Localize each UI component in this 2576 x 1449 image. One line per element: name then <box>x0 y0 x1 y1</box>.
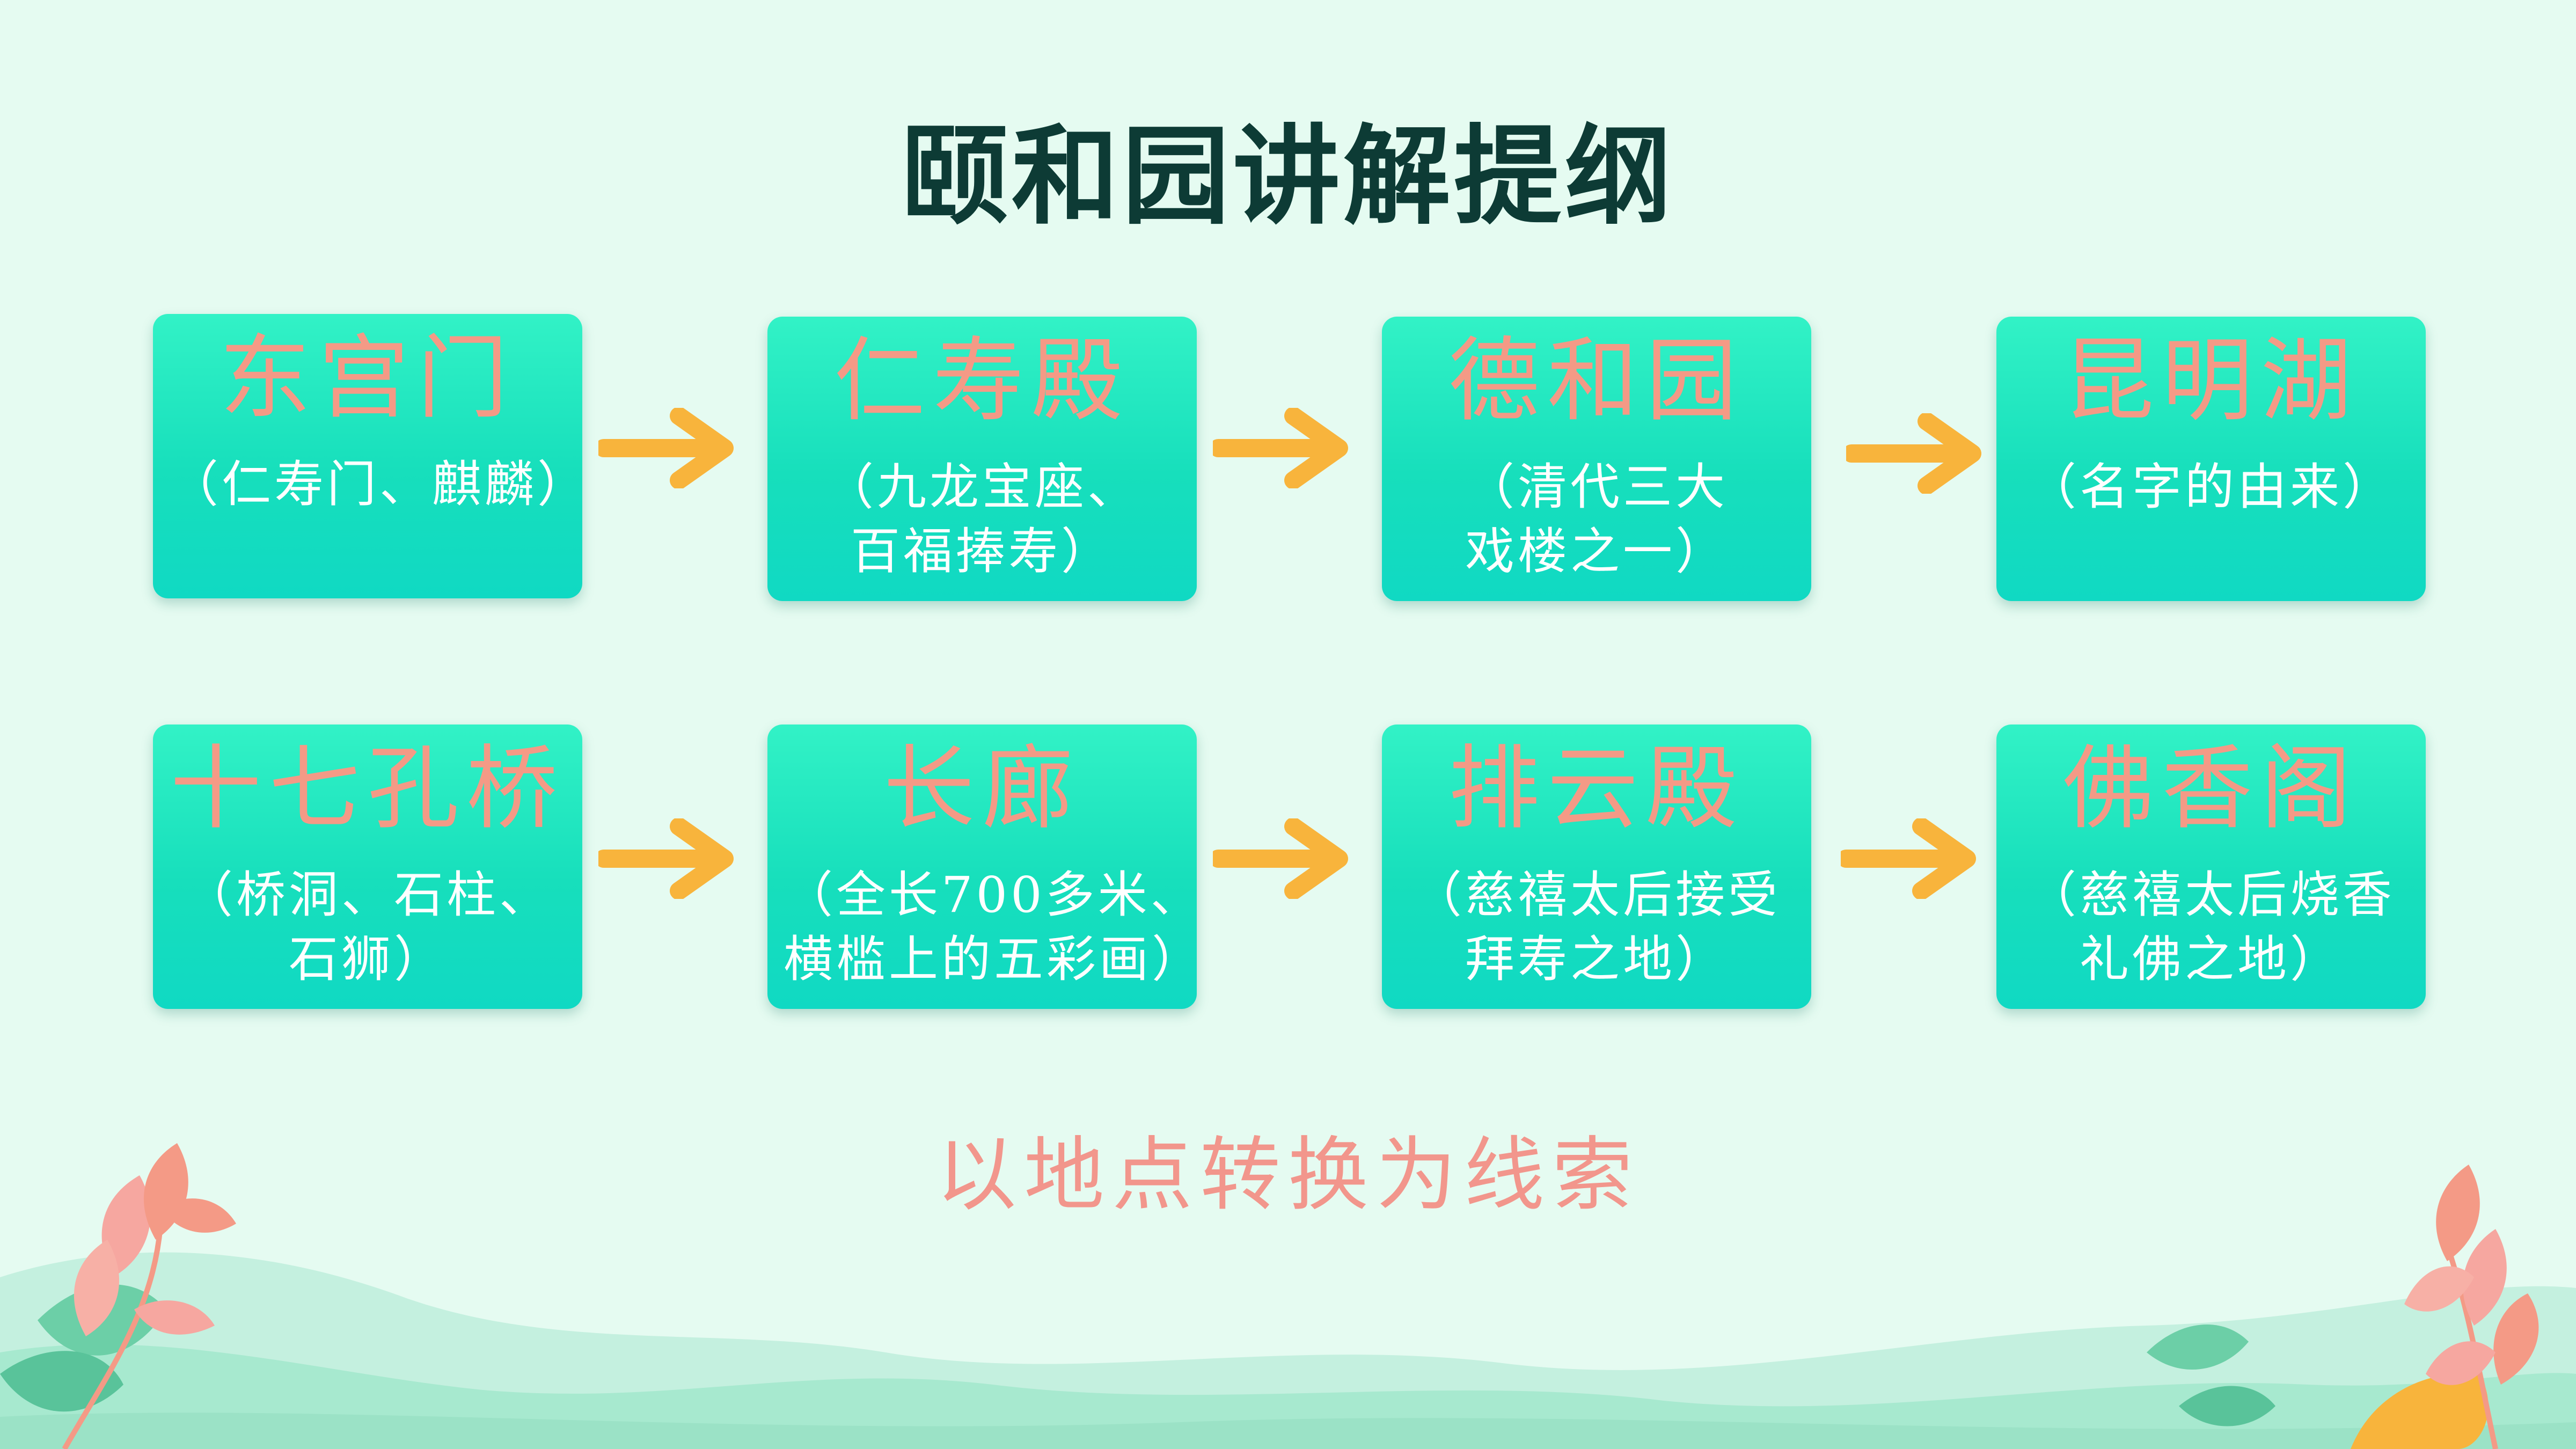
box-description-line: （名字的由来） <box>2026 458 2395 516</box>
box-description: （慈禧太后接受 拜寿之地） <box>1398 863 1795 992</box>
box-title: 长廊 <box>883 736 1081 842</box>
arrow-right-icon <box>598 818 734 899</box>
box-description: （仁寿门、麒麟） <box>169 452 590 517</box>
arrow-right-icon <box>1846 413 1981 494</box>
box-description-line: 礼佛之地） <box>2079 931 2343 988</box>
ground-strip <box>0 1413 2576 1449</box>
box-description: （桥洞、石柱、 石狮） <box>169 863 566 992</box>
box-description-line: （慈禧太后接受 <box>1412 866 1781 924</box>
box-tower-of-buddhist-incense: 佛香阁 （慈禧太后烧香 礼佛之地） <box>1996 724 2426 1009</box>
box-hall-of-benevolence: 仁寿殿 （九龙宝座、 百福捧寿） <box>767 317 1197 601</box>
box-description: （名字的由来） <box>2012 455 2410 519</box>
box-description-line: （慈禧太后烧香 <box>2026 866 2395 924</box>
box-long-corridor: 长廊 （全长700多米、 横槛上的五彩画） <box>767 724 1205 1009</box>
box-description-line: （清代三大 <box>1465 458 1728 516</box>
box-east-palace-gate: 东宫门 （仁寿门、麒麟） <box>153 314 590 598</box>
box-description-line: 百福捧寿） <box>850 523 1114 580</box>
arrow-right-icon <box>1213 818 1348 899</box>
back-hill <box>0 1252 2576 1449</box>
box-title: 德和园 <box>1448 328 1745 434</box>
box-description-line: （九龙宝座、 <box>824 458 1140 516</box>
box-kunming-lake: 昆明湖 （名字的由来） <box>1996 317 2426 601</box>
box-description: （清代三大 戏楼之一） <box>1398 455 1795 584</box>
box-description: （九龙宝座、 百福捧寿） <box>784 455 1181 584</box>
box-hall-of-dispelling-clouds: 排云殿 （慈禧太后接受 拜寿之地） <box>1382 724 1811 1009</box>
box-title: 东宫门 <box>219 325 516 431</box>
box-garden-of-virtue: 德和园 （清代三大 戏楼之一） <box>1382 317 1811 601</box>
box-description-line: （全长700多米、 <box>784 866 1203 924</box>
footer-note: 以地点转换为线索 <box>935 1129 1640 1222</box>
page-title: 颐和园讲解提纲 <box>901 114 1675 239</box>
box-title: 排云殿 <box>1448 736 1745 842</box>
box-title: 十七孔桥 <box>170 736 565 842</box>
box-title: 昆明湖 <box>2062 328 2359 434</box>
arrow-right-icon <box>1841 818 1976 899</box>
box-description-line: 戏楼之一） <box>1465 523 1728 580</box>
arrow-right-icon <box>598 408 734 488</box>
box-description-line: 石狮） <box>288 931 447 988</box>
box-title: 佛香阁 <box>2062 736 2359 842</box>
arrow-right-icon <box>1213 408 1348 488</box>
box-description-line: 横槛上的五彩画） <box>784 931 1205 988</box>
box-description-line: （桥洞、石柱、 <box>183 866 552 924</box>
box-title: 仁寿殿 <box>833 328 1130 434</box>
front-hill <box>0 1344 2576 1449</box>
box-description: （慈禧太后烧香 礼佛之地） <box>2012 863 2410 992</box>
box-description: （全长700多米、 横槛上的五彩画） <box>784 863 1205 992</box>
box-seventeen-arch-bridge: 十七孔桥 （桥洞、石柱、 石狮） <box>153 724 582 1009</box>
box-description-line: 拜寿之地） <box>1465 931 1728 988</box>
box-description-line: （仁寿门、麒麟） <box>169 456 590 513</box>
